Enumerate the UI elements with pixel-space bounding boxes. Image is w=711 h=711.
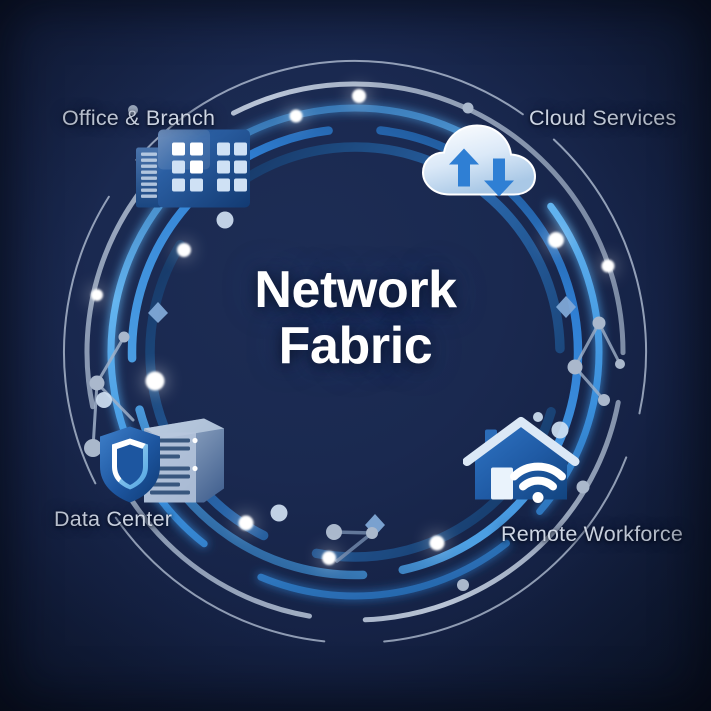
node-label-office-branch[interactable]: Office & Branch bbox=[62, 106, 216, 130]
cloud-sync-icon[interactable] bbox=[420, 121, 546, 212]
node-label-cloud-services[interactable]: Cloud Services bbox=[529, 106, 677, 130]
title-line-1: Network bbox=[254, 261, 457, 319]
house-wifi-icon[interactable] bbox=[462, 416, 583, 517]
page-title: Network Fabric bbox=[0, 262, 711, 374]
shield-server-icon[interactable] bbox=[98, 411, 228, 516]
node-label-data-center[interactable]: Data Center bbox=[54, 507, 173, 531]
node-label-remote-workforce[interactable]: Remote Workforce bbox=[501, 522, 684, 546]
office-building-icon[interactable] bbox=[128, 122, 258, 219]
title-line-2: Fabric bbox=[278, 317, 433, 376]
